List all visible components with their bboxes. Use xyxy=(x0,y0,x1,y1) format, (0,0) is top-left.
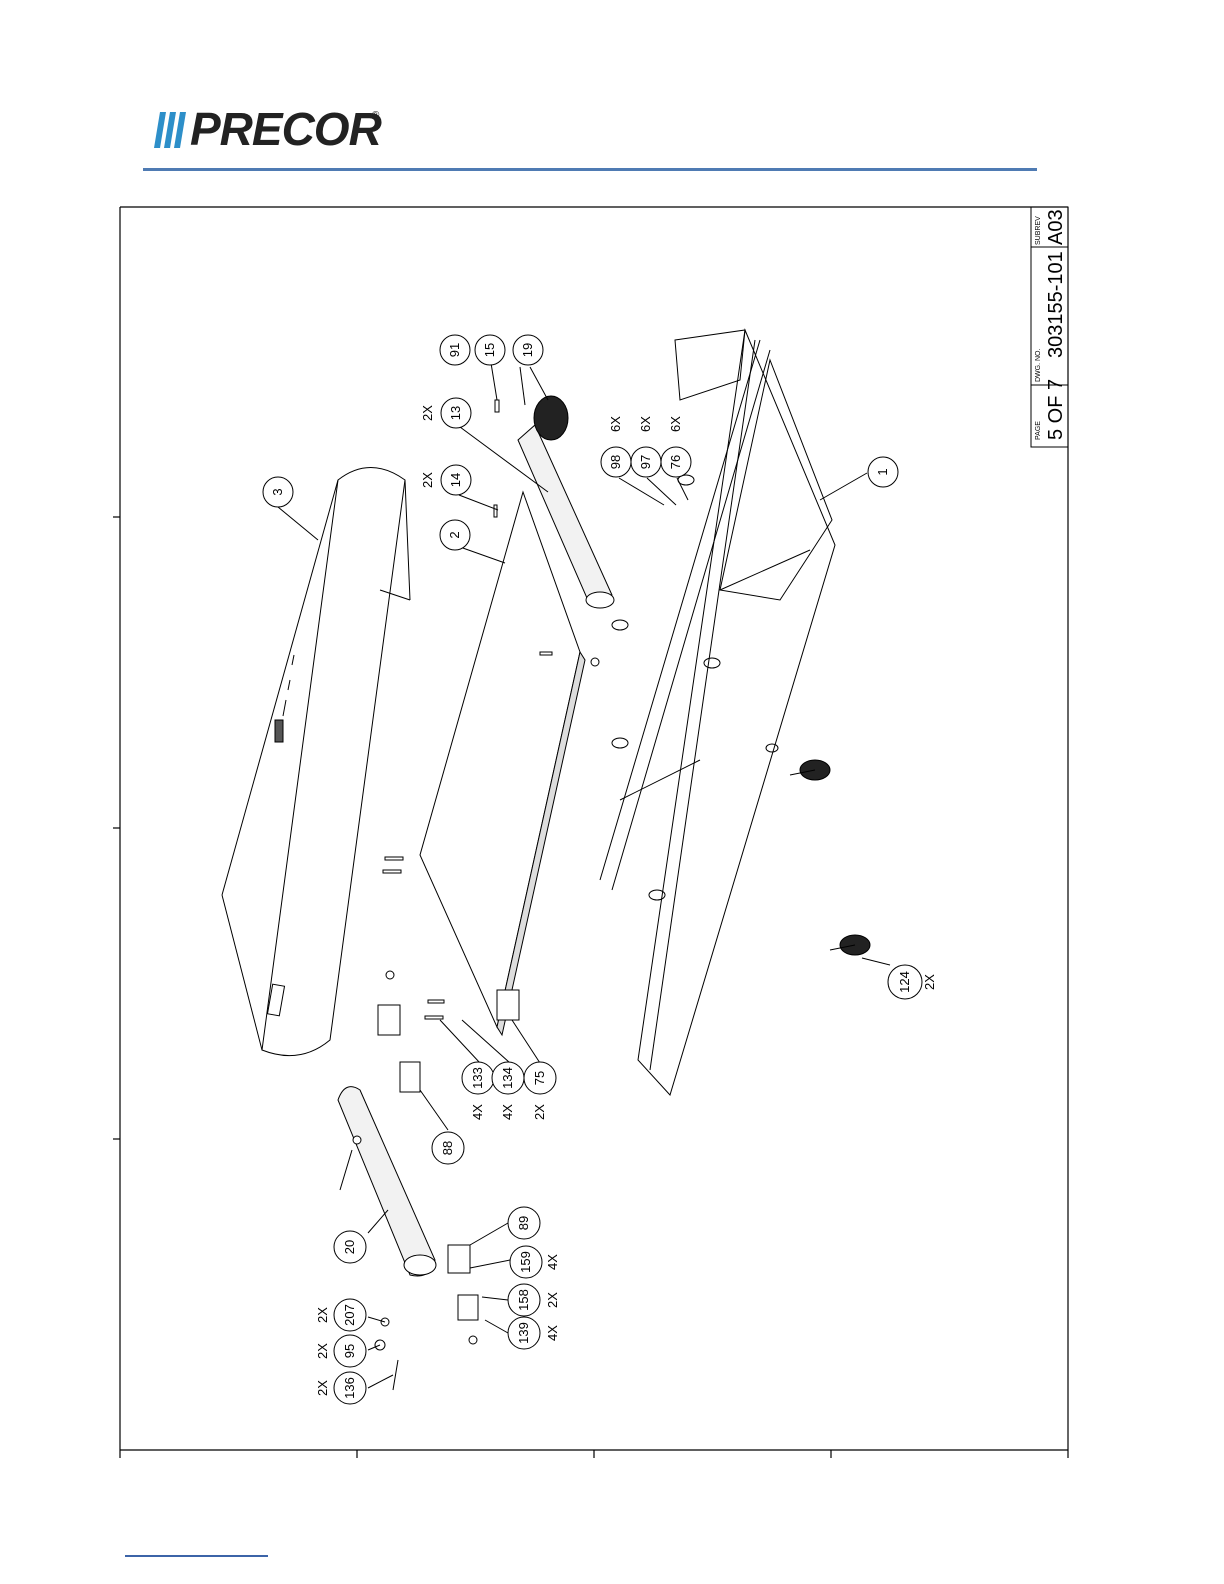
svg-text:159: 159 xyxy=(518,1251,533,1273)
svg-text:2X: 2X xyxy=(420,405,435,421)
svg-text:2X: 2X xyxy=(532,1104,547,1120)
callout-1: 1 xyxy=(868,457,898,487)
svg-text:97: 97 xyxy=(638,455,653,469)
svg-text:3: 3 xyxy=(270,488,285,495)
svg-text:2X: 2X xyxy=(420,472,435,488)
svg-text:207: 207 xyxy=(342,1304,357,1326)
callout-158: 158 2X xyxy=(508,1284,560,1316)
svg-text:4X: 4X xyxy=(545,1254,560,1270)
svg-text:6X: 6X xyxy=(638,416,653,432)
callout-2: 2 xyxy=(440,520,470,550)
belt-part xyxy=(222,468,410,1056)
svg-text:13: 13 xyxy=(448,406,463,420)
page-label: PAGE xyxy=(1035,421,1042,440)
title-block: SUBREV A03 DWG. NO. 303155-101 PAGE 5 OF… xyxy=(1031,207,1068,447)
svg-text:136: 136 xyxy=(342,1377,357,1399)
svg-text:4X: 4X xyxy=(470,1104,485,1120)
svg-text:89: 89 xyxy=(516,1216,531,1230)
svg-text:4X: 4X xyxy=(545,1325,560,1341)
callout-88: 88 xyxy=(432,1132,464,1164)
callout-3: 3 xyxy=(263,477,293,507)
svg-text:2X: 2X xyxy=(315,1380,330,1396)
svg-text:158: 158 xyxy=(516,1289,531,1311)
svg-text:6X: 6X xyxy=(608,416,623,432)
svg-text:139: 139 xyxy=(516,1322,531,1344)
deck-part xyxy=(420,492,585,1035)
svg-text:88: 88 xyxy=(440,1141,455,1155)
callout-76: 76 6X xyxy=(661,416,691,477)
svg-text:20: 20 xyxy=(342,1240,357,1254)
svg-text:134: 134 xyxy=(500,1067,515,1089)
svg-text:2X: 2X xyxy=(545,1292,560,1308)
callout-136: 136 2X xyxy=(315,1372,366,1404)
svg-text:76: 76 xyxy=(668,455,683,469)
svg-text:124: 124 xyxy=(897,971,912,993)
callout-139: 139 4X xyxy=(508,1317,560,1349)
svg-text:98: 98 xyxy=(608,455,623,469)
leader-lines xyxy=(278,363,890,1388)
svg-text:2X: 2X xyxy=(922,974,937,990)
svg-text:2X: 2X xyxy=(315,1307,330,1323)
callout-95: 95 2X xyxy=(315,1335,366,1367)
callout-124: 124 2X xyxy=(888,965,937,999)
page-value: 5 OF 7 xyxy=(1045,379,1067,440)
svg-text:1: 1 xyxy=(875,468,890,475)
svg-text:15: 15 xyxy=(482,343,497,357)
callout-98: 98 6X xyxy=(601,416,631,477)
subrev-label: SUBREV xyxy=(1035,216,1042,245)
callout-20: 20 xyxy=(334,1231,366,1263)
svg-text:4X: 4X xyxy=(500,1104,515,1120)
callout-97: 97 6X xyxy=(631,416,661,477)
callout-89: 89 xyxy=(508,1207,540,1239)
svg-text:133: 133 xyxy=(470,1067,485,1089)
callout-134: 134 4X xyxy=(492,1062,524,1120)
callout-91: 91 xyxy=(440,335,470,365)
callout-14: 14 2X xyxy=(420,465,471,495)
svg-text:91: 91 xyxy=(447,343,462,357)
svg-text:2X: 2X xyxy=(315,1343,330,1359)
callout-159: 159 4X xyxy=(510,1246,560,1278)
dwg-no-label: DWG. NO. xyxy=(1035,349,1042,382)
svg-text:95: 95 xyxy=(342,1344,357,1358)
drawing-border xyxy=(113,207,1068,1458)
frame-part xyxy=(600,330,870,1095)
svg-text:75: 75 xyxy=(532,1071,547,1085)
front-roller-part xyxy=(518,396,614,608)
svg-text:19: 19 xyxy=(520,343,535,357)
svg-text:6X: 6X xyxy=(668,416,683,432)
subrev-value: A03 xyxy=(1045,209,1067,245)
callout-19: 19 xyxy=(513,335,543,365)
svg-text:2: 2 xyxy=(447,531,462,538)
footer-link-underline[interactable] xyxy=(125,1555,268,1557)
callout-15: 15 xyxy=(475,335,505,365)
svg-text:14: 14 xyxy=(448,473,463,487)
dwg-no-value: 303155-101 xyxy=(1045,251,1067,358)
callout-75: 75 2X xyxy=(524,1062,556,1120)
callout-207: 207 2X xyxy=(315,1299,366,1331)
callout-13: 13 2X xyxy=(420,398,471,428)
callout-133: 133 4X xyxy=(462,1062,494,1120)
